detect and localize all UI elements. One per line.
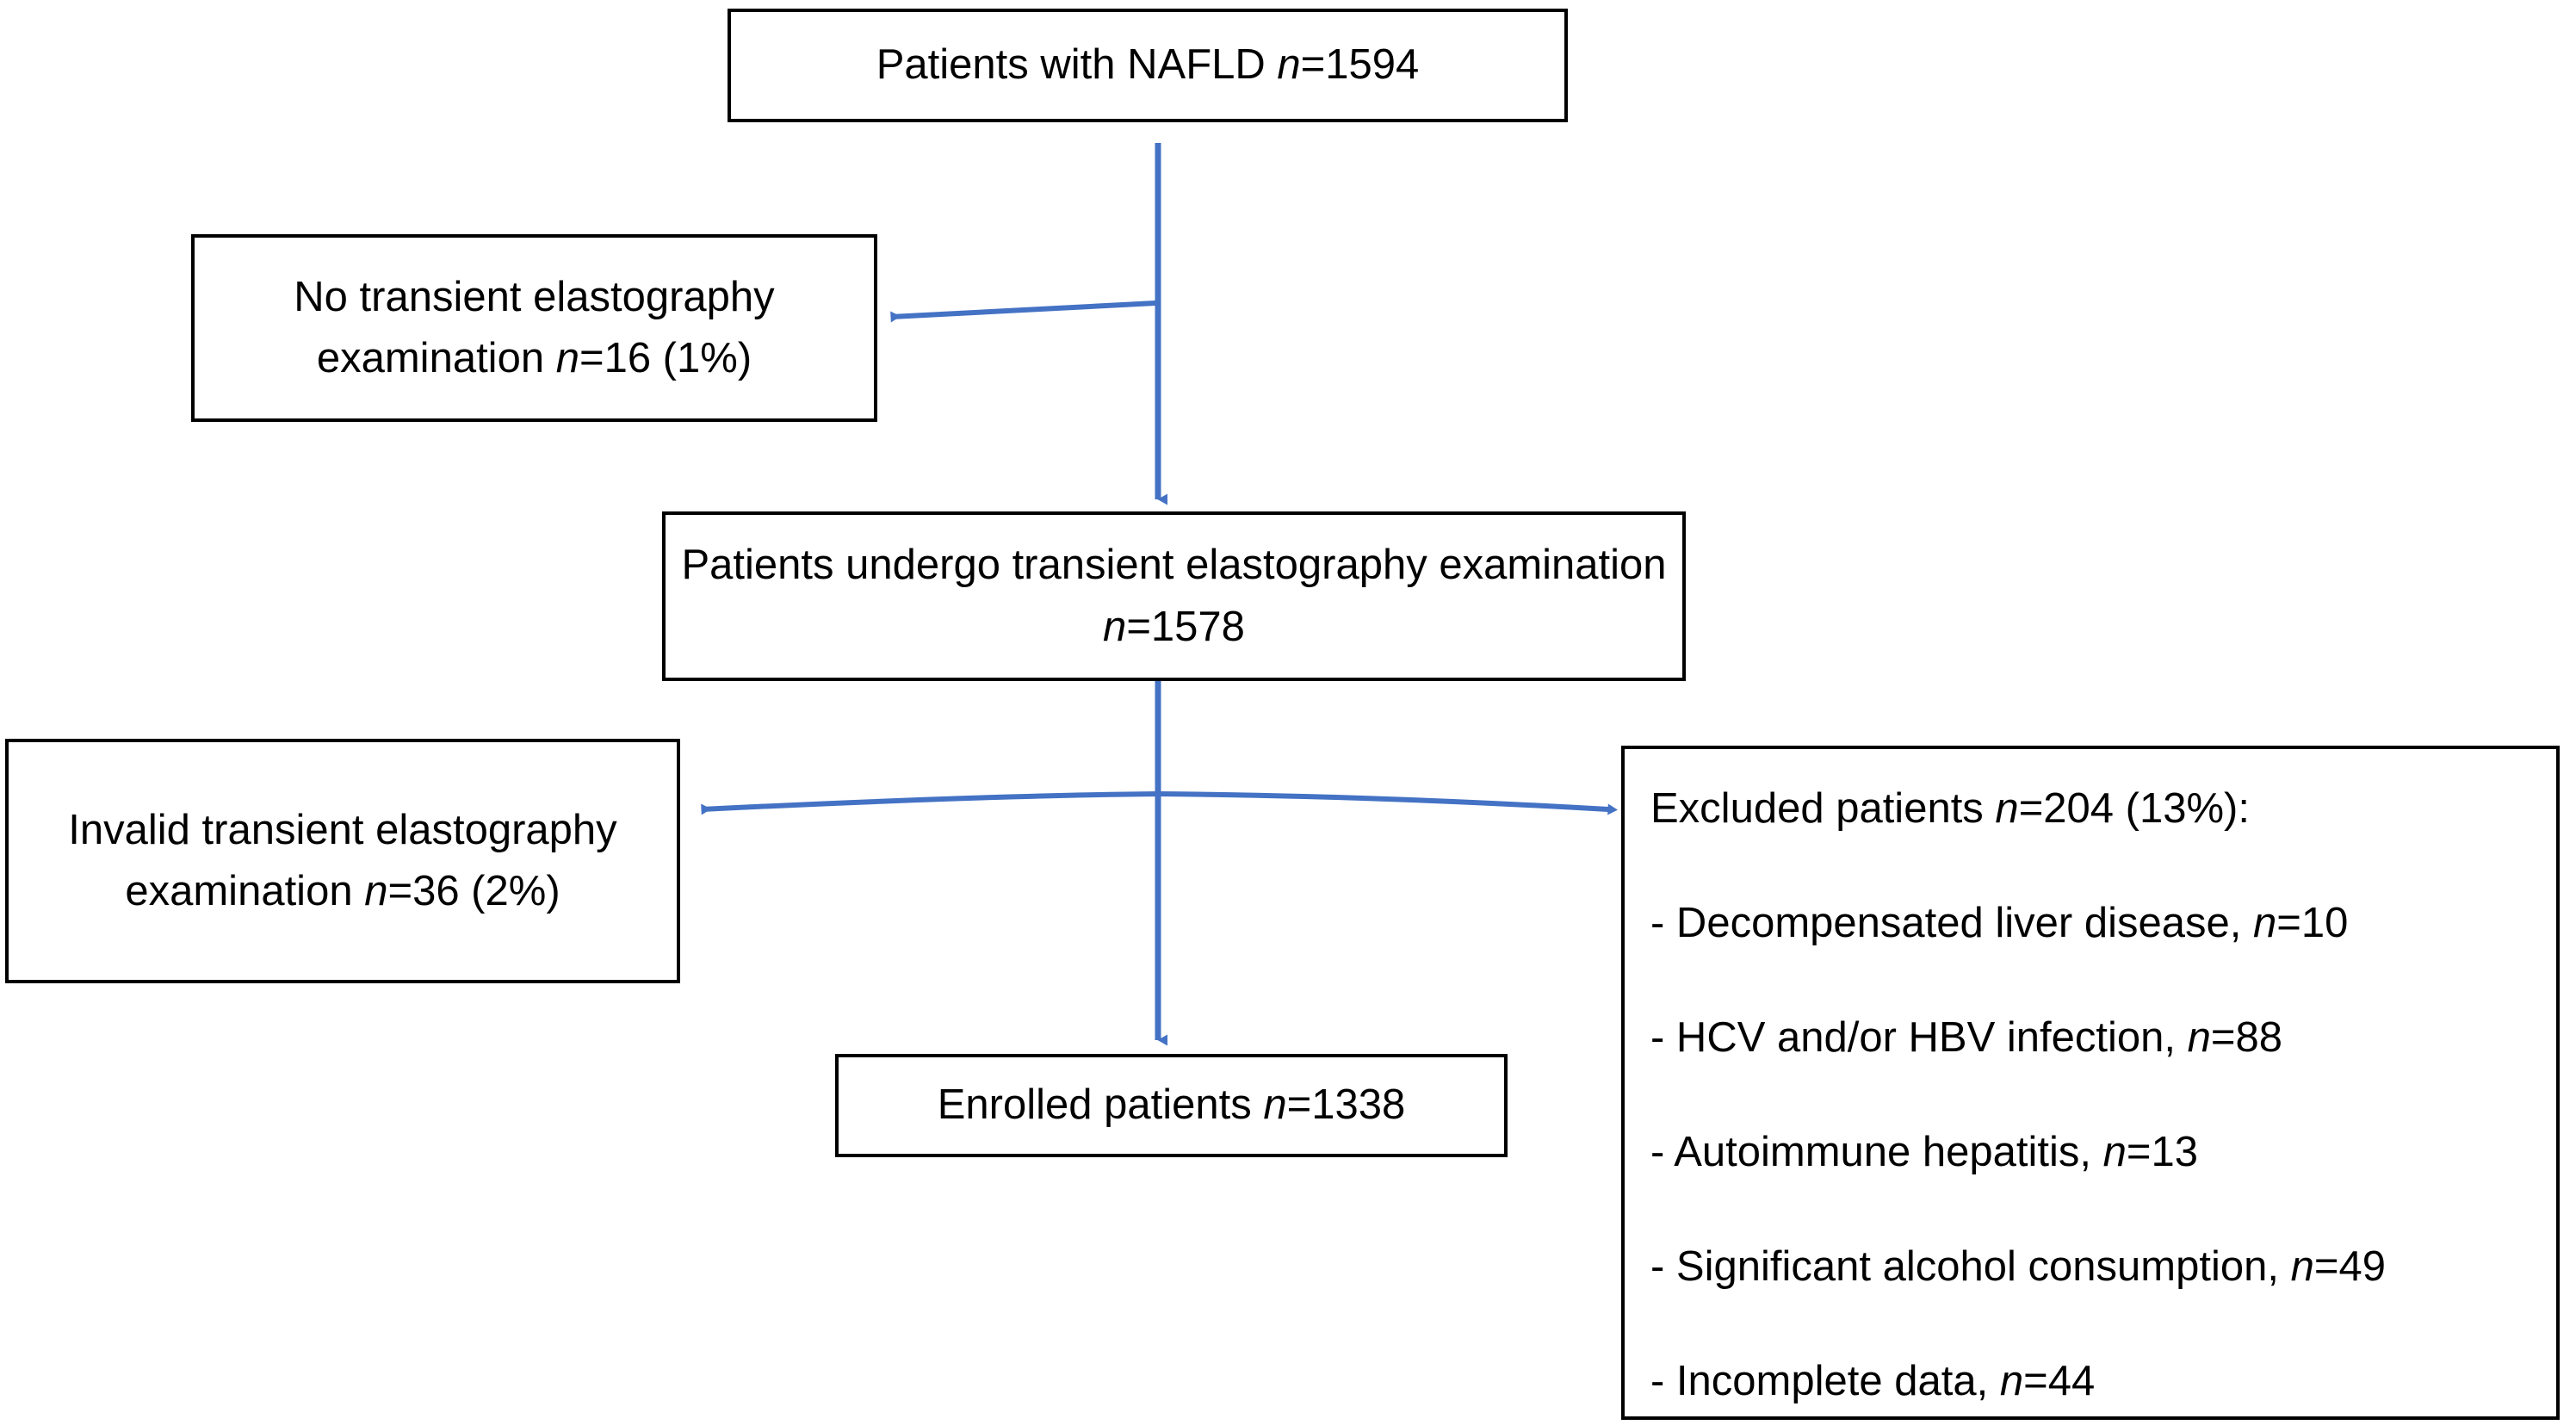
node-value: =1578 bbox=[1126, 603, 1245, 650]
node-invalid-te-examination-text: Invalid transient elastography examinati… bbox=[24, 800, 661, 922]
connector-trunk-to-invalid bbox=[701, 791, 1159, 815]
excluded-header-var: n bbox=[1995, 785, 2019, 832]
excluded-item-value: =44 bbox=[2023, 1358, 2096, 1405]
excluded-item: - Autoimmune hepatitis, n=13 bbox=[1650, 1122, 2534, 1183]
connector-trunk-to-excluded bbox=[1157, 791, 1618, 815]
node-no-transient-elastography: No transient elastography examination n=… bbox=[191, 234, 877, 422]
node-invalid-te-examination: Invalid transient elastography examinati… bbox=[5, 739, 680, 983]
node-value: =16 (1%) bbox=[579, 335, 752, 381]
node-no-transient-elastography-text: No transient elastography examination n=… bbox=[210, 267, 858, 389]
node-var: n bbox=[1263, 1081, 1287, 1129]
excluded-header-value: =204 (13%): bbox=[2018, 785, 2250, 832]
node-value: =1594 bbox=[1300, 41, 1420, 89]
node-label: Enrolled patients bbox=[937, 1081, 1264, 1129]
excluded-item-var: n bbox=[2252, 900, 2277, 947]
node-patients-with-nafld: Patients with NAFLD n=1594 bbox=[728, 9, 1568, 122]
node-patients-undergo-te: Patients undergo transient elastography … bbox=[662, 511, 1686, 681]
node-var: n bbox=[1103, 603, 1127, 650]
node-var: n bbox=[1277, 41, 1301, 89]
excluded-item-label: - Decompensated liver disease, bbox=[1650, 900, 2253, 947]
excluded-item-value: =49 bbox=[2313, 1243, 2386, 1291]
excluded-item-label: - Autoimmune hepatitis, bbox=[1650, 1129, 2103, 1176]
excluded-item-label: - Significant alcohol consumption, bbox=[1650, 1243, 2291, 1291]
excluded-item-value: =88 bbox=[2210, 1014, 2283, 1062]
node-label: Patients with NAFLD bbox=[876, 41, 1278, 89]
excluded-item-var: n bbox=[1999, 1358, 2024, 1405]
excluded-item-value: =10 bbox=[2276, 900, 2349, 947]
node-label: Invalid transient elastography examinati… bbox=[68, 806, 617, 914]
node-var: n bbox=[364, 868, 388, 914]
excluded-item: - Incomplete data, n=44 bbox=[1650, 1351, 2534, 1412]
node-patients-undergo-te-text: Patients undergo transient elastography … bbox=[681, 535, 1667, 657]
node-value: =36 (2%) bbox=[387, 868, 560, 914]
node-label: Patients undergo transient elastography … bbox=[681, 542, 1667, 589]
node-excluded-patients: Excluded patients n=204 (13%): - Decompe… bbox=[1621, 746, 2560, 1420]
excluded-header-label: Excluded patients bbox=[1650, 785, 1996, 832]
excluded-item: - HCV and/or HBV infection, n=88 bbox=[1650, 1007, 2534, 1069]
connector-trunk-to-no-te bbox=[890, 300, 1156, 323]
node-label: No transient elastography examination bbox=[294, 273, 775, 381]
excluded-item: - Significant alcohol consumption, n=49 bbox=[1650, 1236, 2534, 1298]
excluded-item-var: n bbox=[2187, 1014, 2211, 1062]
node-value: =1338 bbox=[1286, 1081, 1406, 1129]
excluded-header: Excluded patients n=204 (13%): bbox=[1650, 778, 2534, 840]
excluded-item-label: - Incomplete data, bbox=[1650, 1358, 2000, 1405]
excluded-item: - Decompensated liver disease, n=10 bbox=[1650, 893, 2534, 954]
excluded-item-label: - HCV and/or HBV infection, bbox=[1650, 1014, 2188, 1062]
node-patients-with-nafld-text: Patients with NAFLD n=1594 bbox=[746, 34, 1549, 96]
node-enrolled-patients-text: Enrolled patients n=1338 bbox=[854, 1075, 1489, 1136]
excluded-item-value: =13 bbox=[2126, 1129, 2199, 1176]
excluded-item-var: n bbox=[2102, 1129, 2127, 1176]
node-var: n bbox=[555, 335, 579, 381]
node-excluded-patients-text: Excluded patients n=204 (13%): - Decompe… bbox=[1650, 778, 2534, 1412]
excluded-item-var: n bbox=[2290, 1243, 2314, 1291]
node-enrolled-patients: Enrolled patients n=1338 bbox=[835, 1054, 1508, 1157]
